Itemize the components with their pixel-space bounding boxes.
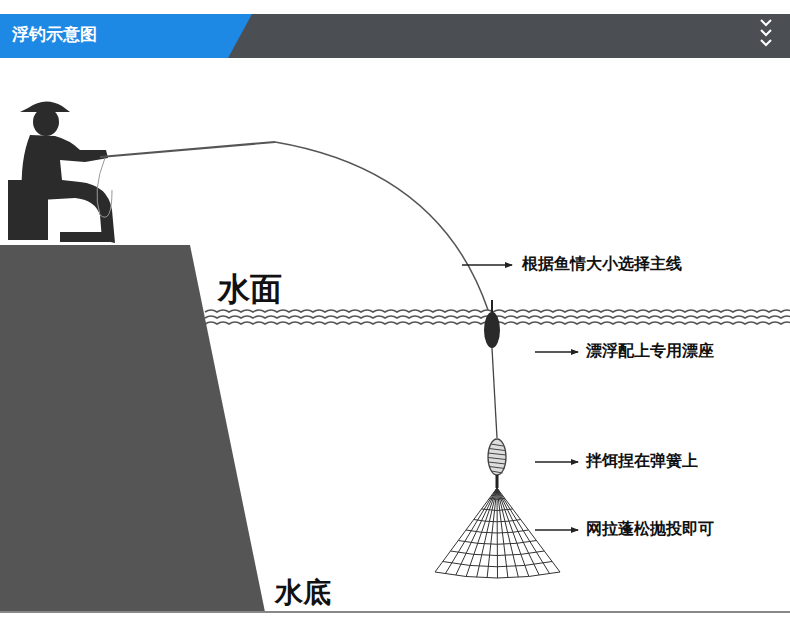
bait-spring [488, 439, 506, 475]
water-bottom-label: 水底 [275, 576, 331, 610]
callout-text: 根据鱼情大小选择主线 [522, 254, 682, 273]
spring-coil [491, 471, 502, 473]
net-strand [435, 572, 560, 578]
callout-text: 漂浮配上专用漂座 [586, 341, 714, 360]
spring-coil [489, 467, 504, 469]
net-strand [451, 551, 545, 556]
reel-line [97, 158, 112, 217]
spring-coil [488, 458, 506, 460]
net-strand [474, 520, 521, 522]
net-strand [443, 562, 552, 567]
water-surface-label: 水面 [218, 270, 282, 308]
fishing-rod [100, 142, 275, 157]
chevrons [761, 20, 771, 45]
net-strand [466, 530, 529, 533]
fishing-net [435, 488, 560, 578]
bottom-line [0, 611, 790, 613]
fisherman [8, 101, 115, 243]
header-title: 浮钓示意图 [12, 24, 97, 44]
net-strand [482, 509, 513, 511]
callout-arrows [462, 265, 578, 530]
net-strand [458, 541, 536, 545]
leader-line [492, 348, 497, 438]
net-knot [496, 475, 499, 488]
header-tab [0, 14, 252, 58]
net-strand [489, 498, 505, 500]
main-line [275, 142, 488, 310]
callout-text: 拌饵捏在弹簧上 [586, 451, 698, 470]
callout-text: 网拉蓬松抛投即可 [586, 519, 714, 538]
spring-coil [488, 462, 505, 464]
spring-coil [489, 449, 505, 451]
spring-coil [488, 453, 506, 455]
header-bar [0, 14, 790, 58]
float [484, 312, 500, 348]
spring-coil [491, 444, 503, 446]
